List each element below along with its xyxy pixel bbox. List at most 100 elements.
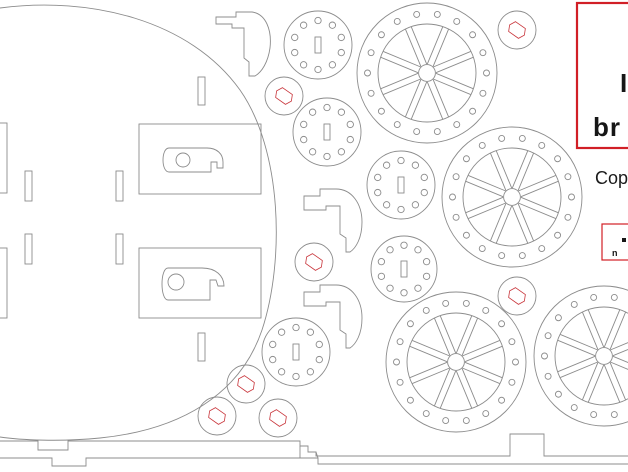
gear-hole [346, 120, 354, 129]
rim-hole [479, 89, 487, 97]
spoke [489, 203, 513, 244]
rim-hole [568, 193, 575, 201]
rim-hole [590, 411, 598, 419]
brand-badge-text: n [612, 248, 618, 258]
rim-hole [413, 128, 421, 136]
rim-hole [462, 231, 470, 239]
spoke [433, 315, 457, 356]
rim-hole [452, 213, 460, 221]
spoke [380, 50, 421, 74]
gear-hole [308, 148, 317, 156]
spoke [557, 355, 598, 379]
gear-hole [400, 241, 408, 249]
rim-hole [442, 417, 450, 425]
base-slot [115, 170, 124, 202]
spoke [380, 72, 421, 96]
gear-hole [291, 33, 299, 42]
spoke [433, 50, 474, 74]
gear-hole [292, 372, 300, 381]
spoke [557, 333, 598, 357]
gear-hole [337, 108, 346, 116]
gear-hole [314, 16, 322, 25]
rim-hole [478, 142, 486, 149]
spoke [404, 79, 428, 120]
rim-hole [396, 338, 404, 346]
rim-hole [364, 69, 371, 77]
rim-hole [544, 372, 552, 380]
base-slot [115, 233, 124, 265]
spoke [409, 339, 450, 363]
spoke [455, 315, 479, 356]
cam-cutout-top [138, 123, 262, 195]
hub [447, 353, 465, 371]
spoke [610, 342, 628, 357]
bushing [497, 276, 537, 316]
spoke [433, 368, 457, 409]
rim-hole [518, 134, 526, 142]
gear-hole [292, 323, 300, 332]
rim-hole [554, 390, 562, 398]
base-plate [0, 4, 277, 441]
rim-hole [544, 332, 552, 340]
spoke [462, 361, 503, 385]
spoke [581, 362, 605, 403]
spoke [426, 26, 450, 67]
gear-slot [323, 123, 331, 141]
rim-hole [396, 378, 404, 386]
hub [418, 64, 436, 82]
gear-hole [337, 48, 345, 57]
gear-slot [400, 260, 408, 278]
rim-hole [453, 18, 461, 25]
rim-hole [538, 142, 546, 149]
rim-hole [442, 299, 450, 307]
spoked-wheel [385, 291, 527, 433]
rim-hole [422, 307, 430, 314]
rim-hole [508, 378, 516, 386]
rim-hole [406, 320, 414, 328]
rim-hole [518, 252, 526, 260]
spoke [581, 309, 605, 350]
gear-hole [386, 246, 394, 254]
hook-part-middle [303, 188, 363, 253]
spoke [518, 174, 559, 198]
gear-hole [397, 205, 405, 214]
rim-hole [482, 307, 490, 314]
rim-hole [570, 301, 578, 308]
gear-hole [386, 284, 394, 292]
spoke [404, 26, 428, 67]
spoke [465, 174, 506, 198]
copyright-label: Cop [595, 168, 628, 188]
bushing [258, 398, 298, 438]
rim-hole [462, 155, 470, 163]
rim-hole [422, 410, 430, 417]
gear-hole [420, 188, 428, 197]
bushing [226, 364, 266, 404]
rim-hole [393, 358, 400, 366]
rim-hole [482, 410, 490, 417]
base-slot [197, 76, 206, 106]
rim-hole [498, 252, 506, 260]
bushing [197, 396, 237, 436]
base-slot [197, 332, 206, 362]
rim-hole [377, 107, 385, 115]
brand-badge-mark [622, 238, 626, 242]
rim-hole [469, 107, 477, 115]
spoke [462, 339, 503, 363]
gear-hole [377, 272, 386, 280]
gear-hole [300, 135, 308, 144]
gear-hole [277, 368, 286, 376]
cam-insert-top [162, 147, 224, 173]
rim-hole [453, 121, 461, 128]
gear-hole [411, 201, 420, 209]
hub [595, 347, 613, 365]
brand-partial-letter: I [620, 68, 627, 98]
gear-hole [306, 368, 315, 376]
rim-hole [610, 293, 618, 301]
spoke [465, 196, 506, 220]
gear-hole [374, 173, 382, 182]
spoke [409, 361, 450, 385]
base-window [0, 122, 8, 194]
rim-hole [377, 31, 385, 39]
